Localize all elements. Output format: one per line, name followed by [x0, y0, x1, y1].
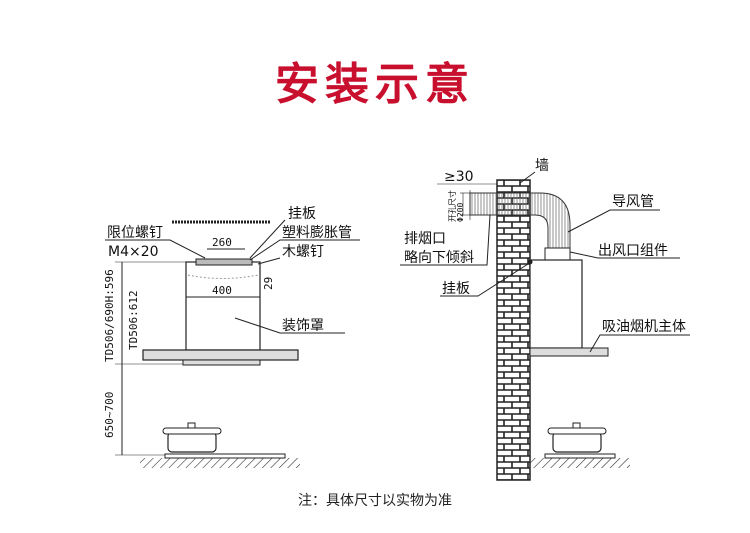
- dim-400: 400: [212, 284, 232, 297]
- label-limit-screw-spec: M4×20: [108, 244, 159, 260]
- label-exhaust-2: 略向下倾斜: [404, 250, 474, 266]
- hood-body: [529, 259, 583, 349]
- hood-chimney: [185, 261, 261, 351]
- label-outlet: 出风口组件: [598, 243, 668, 259]
- hood-canopy-side: [529, 347, 609, 357]
- label-wall: 墙: [535, 158, 549, 174]
- label-main-body: 吸油烟机主体: [602, 319, 686, 335]
- dim-29: 29: [262, 277, 275, 290]
- dim-260: 260: [212, 236, 232, 249]
- pot-icon: [162, 422, 286, 459]
- outlet-assembly: [544, 247, 571, 261]
- pot-icon: [544, 422, 616, 459]
- label-wood-screw: 木螺钉: [282, 244, 324, 260]
- label-gap: ≥30: [444, 169, 474, 185]
- hood-bottom: [182, 359, 261, 366]
- floor-hatch: [530, 458, 630, 468]
- front-view: 挂板 限位螺钉 M4×20 塑料膨胀管 木螺钉 装饰罩 260 400 29 T…: [103, 206, 360, 468]
- label-hole-dia: Φ200: [456, 203, 465, 222]
- side-view: 墙 ≥30 开孔尺寸 Φ200 导风管 排烟口 略向下倾斜 出风口组件 挂板 吸…: [400, 158, 690, 481]
- dim-height-a: TD506/690H:596: [103, 269, 116, 362]
- label-decorative-cover: 装饰罩: [282, 318, 324, 334]
- label-hanger-plate: 挂板: [288, 206, 316, 222]
- floor-hatch: [140, 458, 300, 468]
- label-exhaust-1: 排烟口: [404, 231, 446, 247]
- label-duct: 导风管: [612, 194, 654, 210]
- label-limit-screw: 限位螺钉: [107, 225, 163, 241]
- dim-clearance: 650~700: [103, 392, 116, 438]
- brick-wall: [496, 179, 531, 481]
- label-hanger-plate-side: 挂板: [442, 281, 470, 297]
- page-title: 安装示意: [275, 59, 475, 110]
- label-hole-size: 开孔尺寸: [447, 190, 457, 222]
- footnote: 注：具体尺寸以实物为准: [298, 493, 452, 509]
- label-plastic-anchor: 塑料膨胀管: [282, 224, 352, 241]
- dim-height-b: TD506:612: [127, 290, 140, 350]
- hood-canopy: [142, 349, 299, 361]
